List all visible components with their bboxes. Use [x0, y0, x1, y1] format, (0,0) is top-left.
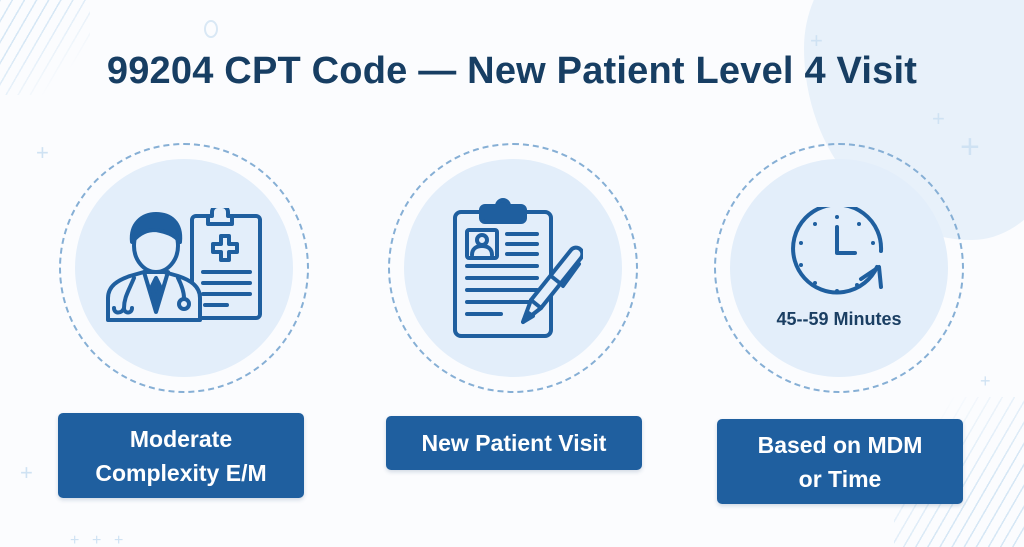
plus-decoration-icon: +: [20, 460, 33, 485]
label-based-on-mdm: Based on MDM or Time: [717, 419, 963, 504]
plus-decoration-icon: +: [980, 371, 991, 391]
label-line: Based on MDM: [757, 431, 923, 458]
card-circle-new-patient: [388, 143, 638, 393]
label-line: or Time: [798, 465, 882, 492]
label-line: Moderate: [129, 425, 233, 452]
ring-decoration: [204, 20, 218, 38]
label-new-patient-visit: New Patient Visit: [386, 416, 642, 470]
plus-decoration-icon: +: [810, 28, 823, 53]
doctor-with-clipboard-icon: [104, 208, 264, 328]
circle-background: [75, 159, 293, 377]
plus-decoration-icon: +: [70, 532, 80, 547]
clipboard-with-pen-icon: [443, 198, 583, 338]
label-line: Complexity E/M: [95, 459, 267, 486]
plus-decoration-icon: +: [932, 106, 945, 131]
plus-decoration-icon: +: [92, 532, 102, 547]
card-circle-moderate-complexity: [59, 143, 309, 393]
label-moderate-complexity: Moderate Complexity E/M: [58, 413, 304, 498]
plus-decoration-icon: +: [960, 128, 980, 166]
page-title: 99204 CPT Code — New Patient Level 4 Vis…: [106, 50, 918, 92]
duration-label: 45--59 Minutes: [776, 308, 902, 329]
plus-decoration-icon: +: [36, 140, 49, 165]
circle-background: [404, 159, 622, 377]
clock-arrow-icon: [789, 206, 889, 303]
card-circle-time: 45--59 Minutes: [714, 143, 964, 393]
circle-background: 45--59 Minutes: [730, 159, 948, 377]
label-line: New Patient Visit: [421, 430, 607, 456]
plus-decoration-icon: +: [114, 532, 124, 547]
